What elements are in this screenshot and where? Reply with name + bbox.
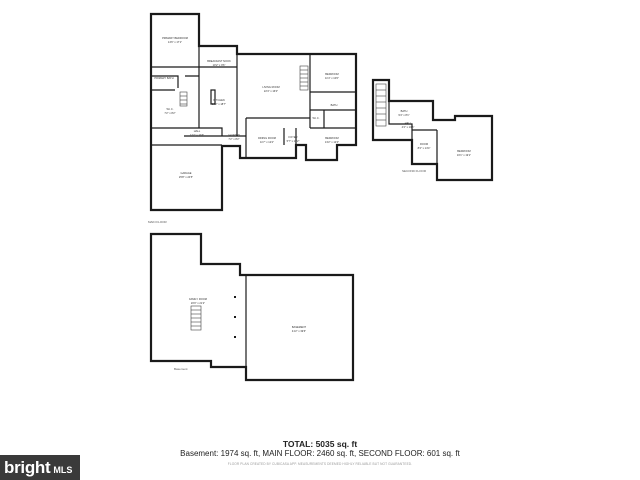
kitchen-walls — [151, 54, 246, 146]
main-floor-label: MAIN FLOOR — [148, 220, 168, 224]
second-floor-stairs — [375, 83, 387, 127]
room-living-room-dim: 22'4" x 16'0" — [264, 89, 278, 93]
room-basement-dim: 41'2" x 39'6" — [292, 329, 306, 333]
second-floor: BATH 9'4" x 8'1" HALL 4'4" x 10'6" ROOM … — [371, 78, 494, 182]
living-wing-walls — [245, 54, 356, 158]
logo-word: bright — [4, 458, 51, 477]
room-family-room: FAMILY ROOM — [189, 297, 207, 301]
kitchen-island — [210, 89, 216, 105]
room-bedroom-4: BEDROOM — [457, 149, 470, 153]
room-laundry-dim: 7'2" x 8'2" — [228, 137, 239, 141]
room-primary-bath: PRIMARY BATH — [154, 76, 173, 80]
area-breakdown: Basement: 1974 sq. ft, MAIN FLOOR: 2460 … — [180, 449, 460, 458]
room-primary-bedroom-dim: 14'6" x 17'1" — [168, 40, 182, 44]
room-bedroom-3: BEDROOM — [325, 136, 338, 140]
room-bath-main: BATH — [331, 103, 338, 107]
room-kitchen: KITCHEN — [213, 98, 225, 102]
room-wic: W.I.C. — [166, 107, 173, 111]
room-dining-room: DINING ROOM — [258, 136, 276, 140]
main-floor-outline — [149, 12, 358, 212]
room-primary-bedroom: PRIMARY BEDROOM — [162, 36, 188, 40]
total-label: TOTAL: — [282, 439, 314, 449]
room-living-room: LIVING ROOM — [262, 85, 279, 89]
room-hall-dim: 12'2" x 10'6" — [190, 133, 204, 137]
basement-label: Basement — [174, 367, 188, 371]
room-room-2-dim: 8'4" x 14'4" — [418, 146, 431, 150]
room-foyer-dim: 5'7" x 12'2" — [287, 139, 300, 143]
second-floor-label: SECOND FLOOR — [402, 169, 427, 173]
second-floor-walls — [388, 101, 438, 164]
basement-floor: FAMILY ROOM 20'0" x 21'2" BASEMENT 41'2"… — [149, 232, 355, 382]
room-hall: HALL — [194, 129, 201, 133]
logo-suffix: MLS — [53, 464, 73, 475]
main-stairs — [299, 65, 309, 91]
room-bath-2: BATH — [401, 109, 408, 113]
primary-bedroom-walls — [151, 46, 200, 129]
main-floor: PRIMARY BEDROOM 14'6" x 17'1" PRIMARY BA… — [148, 12, 358, 224]
room-hall-2-dim: 4'4" x 10'6" — [402, 125, 415, 129]
total-value: 5035 sq. ft — [315, 439, 358, 449]
basement-outline — [149, 232, 355, 382]
room-garage: GARAGE — [180, 171, 191, 175]
basement-stairs — [190, 305, 202, 331]
room-bath-2-dim: 9'4" x 8'1" — [398, 113, 409, 117]
bright-mls-logo: bright MLS — [0, 455, 80, 480]
basement-posts — [234, 296, 236, 338]
room-basement: BASEMENT — [292, 325, 307, 329]
room-laundry: LAUNDRY — [228, 133, 241, 137]
room-bedroom-3-dim: 13'2" x 12'0" — [325, 140, 339, 144]
room-foyer: FOYER — [289, 135, 298, 139]
total-area: TOTAL: 5035 sq. ft — [0, 439, 640, 449]
disclaimer-text: FLOOR PLAN CREATED BY CUBICASA APP. MEAS… — [227, 462, 413, 466]
room-wic-2: W.I.C. — [312, 116, 319, 120]
room-breakfast-nook: BREAKFAST NOOK — [207, 59, 231, 63]
room-hall-2: HALL — [405, 121, 412, 125]
room-kitchen-dim: 16'2" x 18'7" — [212, 102, 226, 106]
room-breakfast-nook-dim: 10'2" x 9'6" — [213, 63, 226, 67]
room-garage-dim: 25'8" x 24'5" — [179, 175, 193, 179]
second-floor-outline — [371, 78, 494, 182]
nook-stairs — [179, 91, 188, 107]
room-bedroom-2-dim: 11'4" x 10'0" — [325, 76, 339, 80]
room-bedroom-4-dim: 16'1" x 19'1" — [457, 153, 471, 157]
room-family-room-dim: 20'0" x 21'2" — [191, 301, 205, 305]
room-wic-dim: 7'2" x 8'2" — [164, 111, 175, 115]
room-room-2: ROOM — [420, 142, 428, 146]
room-dining-room-dim: 11'7" x 12'2" — [260, 140, 274, 144]
room-bedroom-2: BEDROOM — [325, 72, 338, 76]
